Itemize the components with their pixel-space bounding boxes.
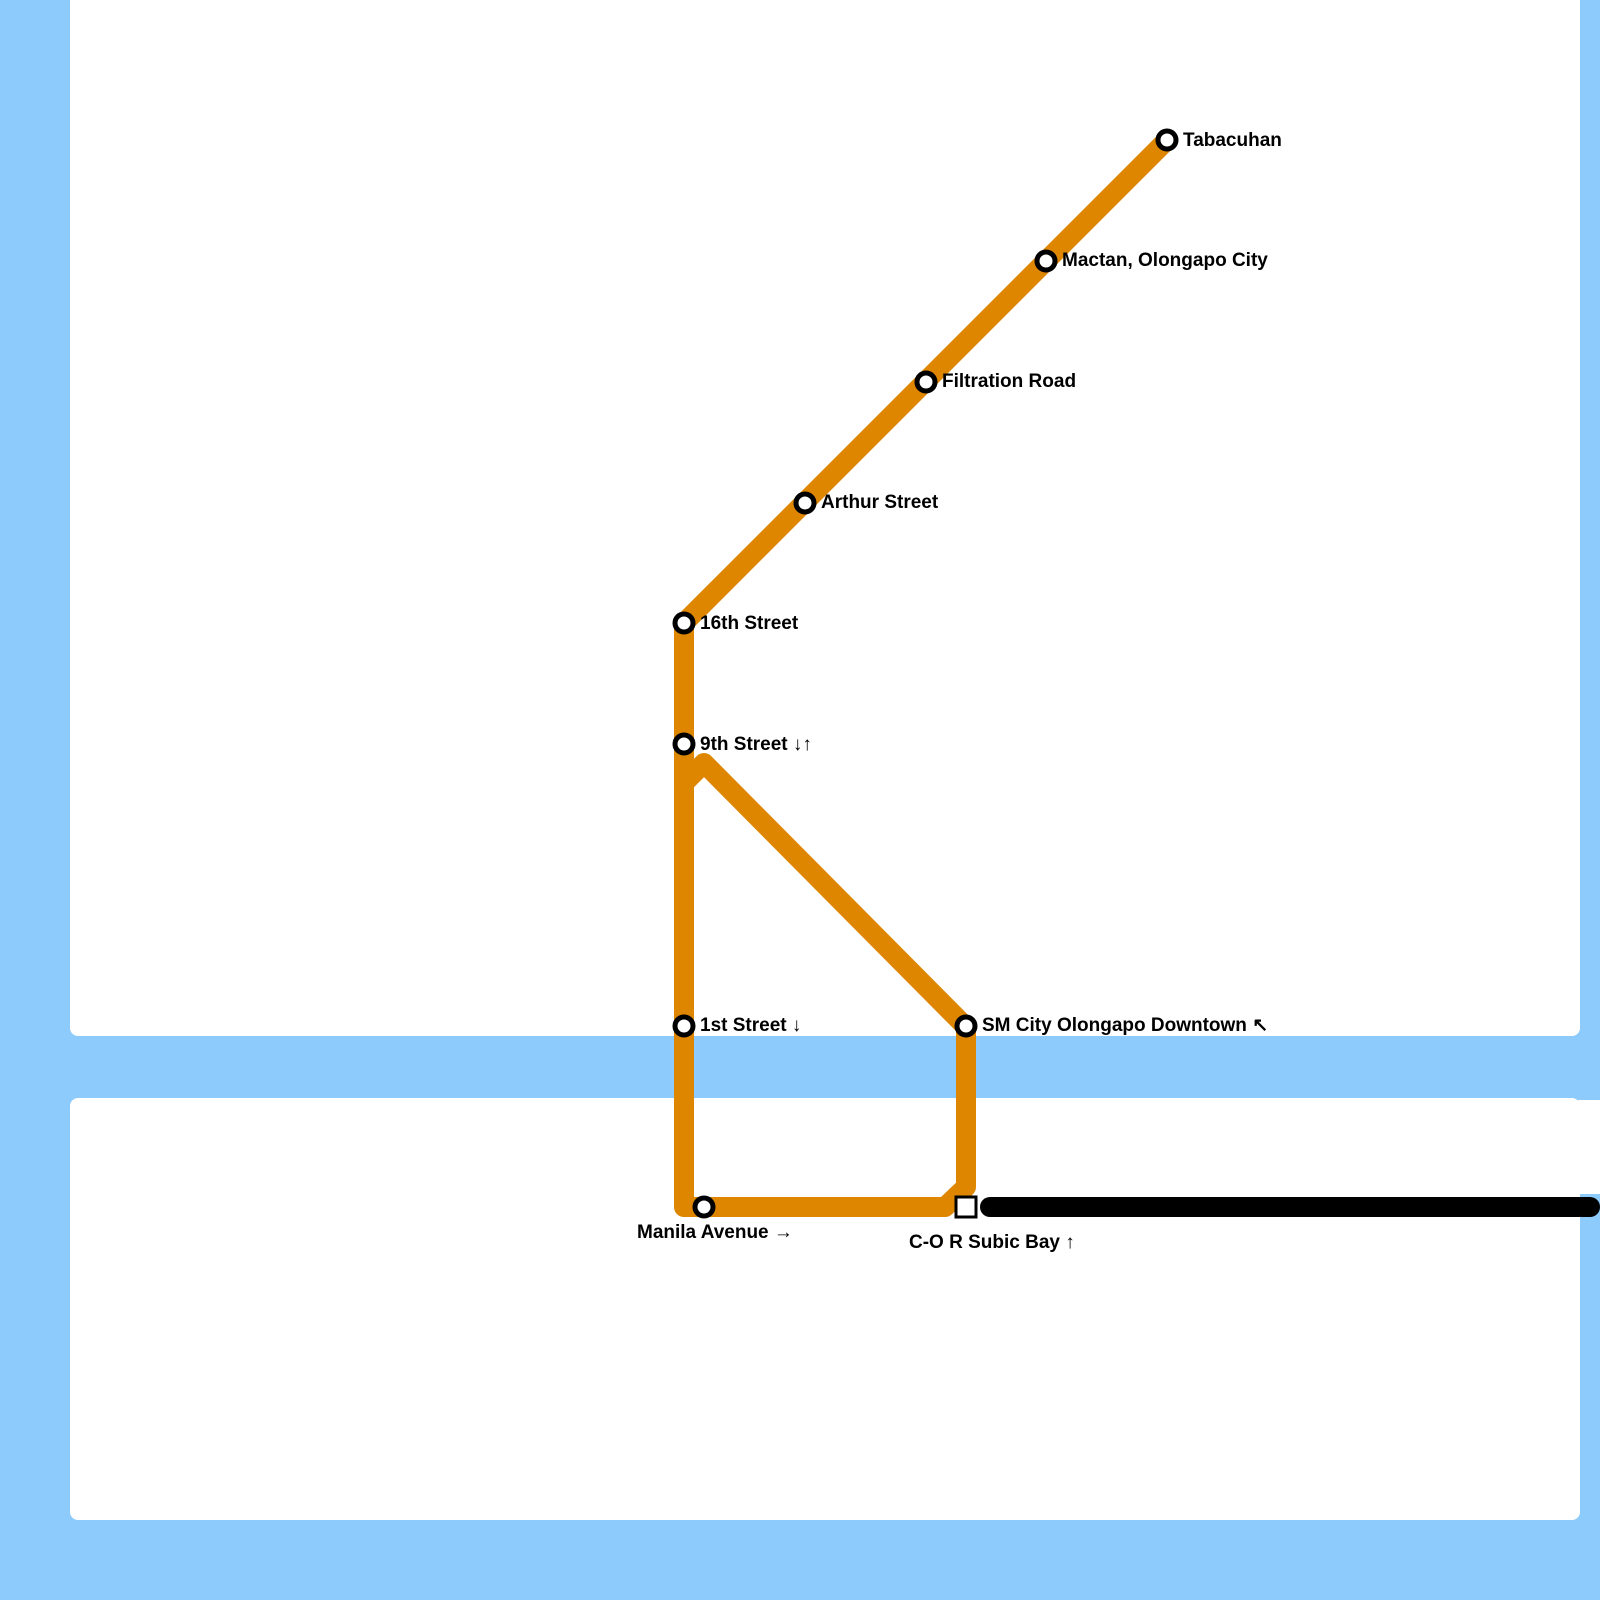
station-cor-subic-bay[interactable] [954, 1195, 978, 1219]
label-manila-avenue: Manila Avenue → [637, 1222, 793, 1243]
label-arthur-street: Arthur Street [821, 492, 939, 513]
station-manila-avenue[interactable] [692, 1195, 716, 1219]
land-areas [70, 0, 1600, 1520]
label-filtration-road: Filtration Road [942, 371, 1076, 392]
label-sm-city: SM City Olongapo Downtown ↖ [982, 1015, 1268, 1036]
canal-segment-middle [696, 1037, 956, 1097]
station-labels: Tabacuhan Mactan, Olongapo City Filtrati… [637, 130, 1282, 1253]
station-1st-street[interactable] [672, 1014, 696, 1038]
land-block-north [70, 0, 1580, 1036]
label-tabacuhan: Tabacuhan [1183, 130, 1282, 151]
station-tabacuhan[interactable] [1155, 128, 1179, 152]
label-9th-street: 9th Street ↓↑ [700, 734, 812, 755]
canal [70, 1037, 1600, 1097]
label-16th-street: 16th Street [700, 613, 799, 634]
station-arthur-street[interactable] [793, 491, 817, 515]
station-9th-street[interactable] [672, 732, 696, 756]
station-mactan[interactable] [1034, 249, 1058, 273]
label-cor-subic-bay: C-O R Subic Bay ↑ [909, 1232, 1075, 1253]
station-sm-city[interactable] [954, 1014, 978, 1038]
stations [672, 128, 1179, 1219]
canal-segment-east [978, 1037, 1600, 1097]
canal-segment-west [70, 1037, 674, 1097]
label-1st-street: 1st Street ↓ [700, 1015, 801, 1036]
station-filtration-road[interactable] [914, 370, 938, 394]
land-block-south-west [70, 1098, 1580, 1520]
station-16th-street[interactable] [672, 611, 696, 635]
land-strip-east [1578, 1100, 1600, 1194]
label-mactan: Mactan, Olongapo City [1062, 250, 1268, 271]
